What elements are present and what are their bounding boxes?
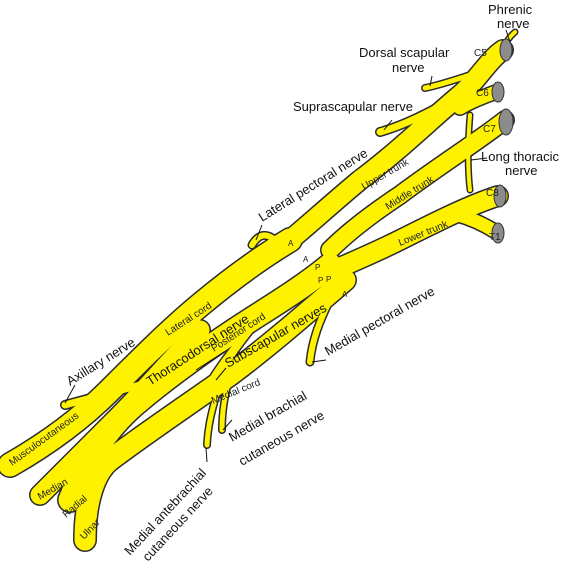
long-thoracic-label-line2: nerve	[505, 163, 538, 178]
root-label-c6: C6	[476, 88, 489, 99]
division-label-p1: P	[315, 263, 320, 272]
phrenic-nerve-label-line2: nerve	[497, 16, 530, 31]
nerve-paths	[10, 32, 515, 540]
root-caps	[491, 38, 514, 244]
division-label-a1: A	[288, 239, 294, 248]
root-labels: C5 C6 C7 C8 T1	[474, 48, 501, 243]
suprascapular-label: Suprascapular nerve	[293, 99, 413, 114]
long-thoracic-label-line1: Long thoracic	[481, 149, 560, 164]
root-label-c5: C5	[474, 48, 487, 59]
root-label-c7: C7	[483, 124, 496, 135]
division-label-a2: A	[303, 255, 309, 264]
dorsal-scapular-label-line2: nerve	[392, 60, 425, 75]
division-markers: A A P P P A	[288, 239, 348, 299]
division-label-p3: P	[318, 276, 323, 285]
root-cap-c6	[491, 81, 505, 103]
root-cap-t1	[491, 222, 505, 244]
root-cap-c7	[498, 108, 514, 136]
root-label-t1: T1	[489, 232, 501, 243]
leader-lines	[64, 29, 511, 463]
division-label-p2: P	[326, 275, 331, 284]
root-label-c8: C8	[486, 188, 499, 199]
division-label-a3: A	[342, 290, 348, 299]
dorsal-scapular-label-line1: Dorsal scapular	[359, 45, 450, 60]
root-cap-c5	[499, 38, 513, 62]
phrenic-nerve-label-line1: Phrenic	[488, 2, 533, 17]
root-cap-c8	[493, 184, 507, 208]
